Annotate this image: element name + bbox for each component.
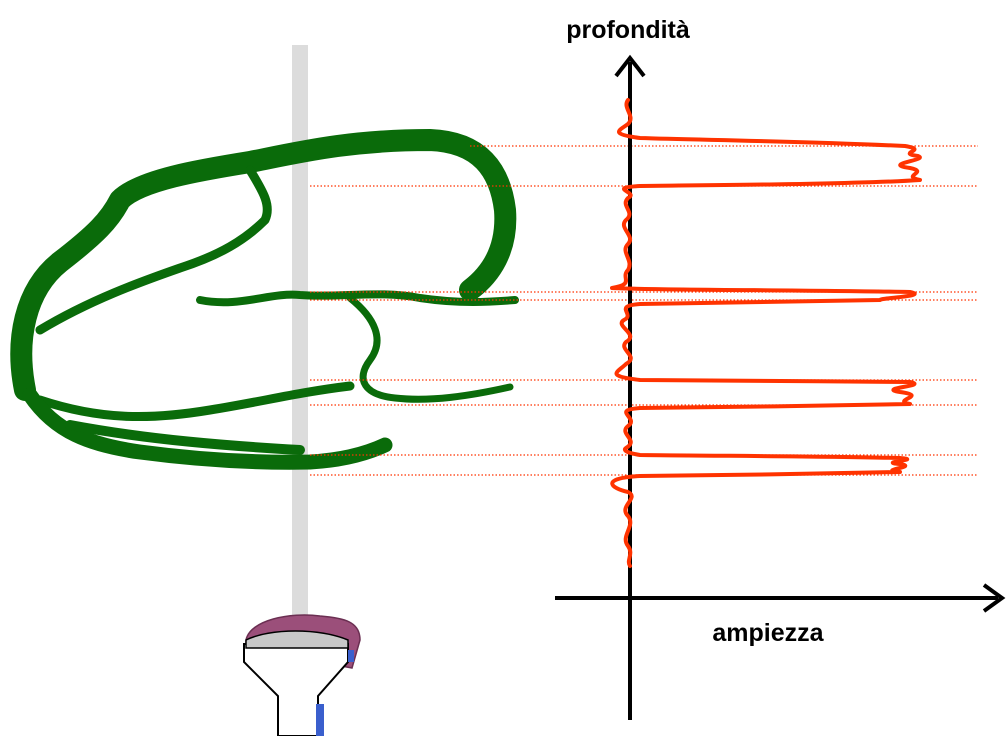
probe-side-mark	[348, 650, 354, 662]
depth-axis-label: profondità	[566, 16, 690, 44]
scan-line	[292, 45, 308, 625]
amplitude-axis-label: ampiezza	[712, 619, 824, 647]
echo-signal-trace	[612, 100, 920, 566]
probe-crystal	[316, 704, 324, 736]
heart-section-drawing	[21, 140, 515, 462]
ultrasound-probe-icon	[244, 615, 360, 736]
outer-wall	[21, 140, 505, 390]
reference-lines	[310, 146, 978, 475]
probe-head	[244, 644, 348, 736]
septum-curve	[350, 298, 510, 399]
